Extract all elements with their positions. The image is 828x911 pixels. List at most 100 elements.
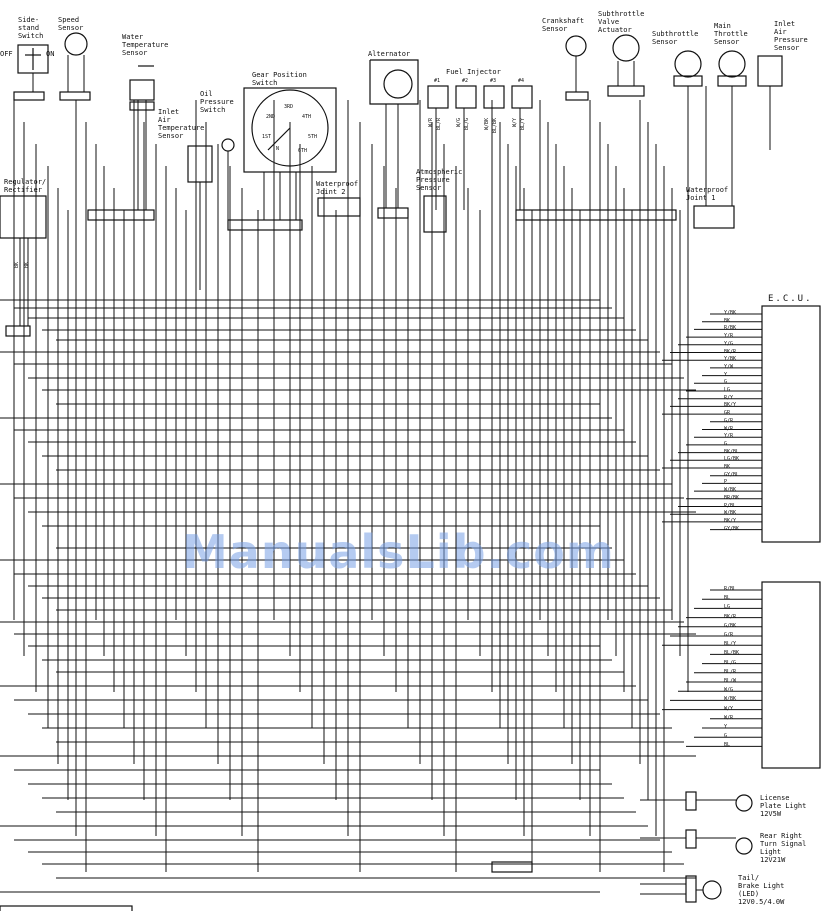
regulator-rectifier-label: Regulator/ Rectifier: [4, 178, 47, 194]
ecu-pin-label: W/G: [724, 687, 734, 694]
ecu-pin-label: GY/BL: [724, 471, 740, 478]
oil-pressure-switch-body: [221, 138, 235, 152]
fuel-injector-2: [455, 85, 477, 109]
ecu-pin-label: GR: [724, 410, 731, 417]
sidestand-switch-body: [17, 44, 49, 74]
waterproof-joint-1-label: Waterproof Joint 1: [686, 186, 729, 202]
ecu-upper-block: [761, 305, 821, 543]
injector-3-number: #3: [490, 78, 497, 84]
inlet-air-pressure-body: [757, 55, 783, 87]
ecu-lower-block: [761, 581, 821, 769]
oil-pressure-switch-label: Oil Pressure Switch: [200, 90, 234, 114]
ecu-pin-label: G/R: [724, 632, 734, 638]
ecu-pin-label: BL/G: [724, 659, 737, 666]
ecu-pin-label: G: [724, 440, 728, 447]
ecu-pin-label: LG/BK: [724, 456, 740, 463]
ecu-pin-label: P: [724, 479, 728, 486]
atmospheric-sensor-body: [423, 195, 447, 233]
injector-wire: W/Y: [512, 118, 518, 128]
water-temp-sensor-label: Water Temperature Sensor: [122, 33, 169, 57]
ecu-pin-label: G/BK: [724, 622, 737, 629]
ecu-pin-label: BK/Y: [724, 517, 737, 524]
ecu-pin-label: BK/R: [724, 348, 737, 355]
injector-wire: BL/Y: [520, 118, 526, 131]
ecu-pin-label: BL/W: [724, 678, 737, 684]
ecu-pin-label: BK: [724, 317, 731, 324]
ecu-pin-label: R/Y: [724, 394, 734, 401]
ecu-pin-label: G: [724, 379, 728, 386]
ecu-pin-label: BL/BK: [724, 650, 740, 657]
inlet-air-temp-sensor-label: Inlet Air Temperature Sensor: [158, 108, 205, 140]
fuel-injector-label: Fuel Injector: [446, 68, 501, 76]
fuel-injector-1: [427, 85, 449, 109]
ecu-pin-label: BK: [724, 464, 731, 470]
injector-2-number: #2: [462, 78, 469, 84]
ecu-pin-label: W/R: [724, 714, 734, 721]
subthrottle-actuator-body: [612, 34, 640, 62]
fuel-injector-4: [511, 85, 533, 109]
ecu-pin-label: P/BL: [724, 502, 737, 509]
regulator-wire: BK: [14, 262, 20, 269]
ecu-pin-label: Y/R: [724, 433, 734, 440]
ecu-pin-label: BL/Y: [724, 641, 737, 648]
ecu-pin-label: Y/G: [724, 340, 734, 347]
ecu-pin-label: BK/R: [724, 613, 737, 620]
gear-6th: 6TH: [298, 148, 308, 154]
ecu-pin-label: BK/BL: [724, 448, 740, 455]
turn-signal-lamp: [735, 837, 753, 855]
ecu-pin-label: BR/BK: [724, 494, 740, 501]
subthrottle-sensor-label: Subthrottle Sensor: [652, 30, 699, 46]
water-temp-sensor-body: [129, 79, 155, 101]
ecu-pin-label: W/BK: [724, 696, 737, 703]
ecu-pin-label: Y/W: [724, 363, 734, 370]
ecu-pin-label: LG: [724, 604, 731, 611]
waterproof-joint-1-body: [693, 205, 735, 229]
regulator-wire: BK: [24, 262, 30, 269]
ecu-pin-label: W/BK: [724, 487, 737, 494]
ecu-label: E.C.U.: [768, 294, 813, 304]
main-throttle-sensor-body: [718, 50, 746, 78]
ecu-pin-label: LG: [724, 387, 731, 393]
crankshaft-sensor-label: Crankshaft Sensor: [542, 17, 585, 33]
watermark: ManualsLib.com: [182, 525, 615, 579]
gear-4th: 4TH: [302, 114, 312, 120]
regulator-rectifier-body: [0, 195, 47, 239]
injector-wire: W/BK: [484, 118, 490, 131]
gear-position-switch-body: [243, 87, 337, 173]
main-throttle-sensor-label: Main Throttle Sensor: [714, 22, 748, 46]
injector-wire: BL/G: [464, 118, 470, 131]
injector-wire: BL/BK: [492, 118, 498, 134]
subthrottle-sensor-body: [674, 50, 702, 78]
ecu-pin-label: Y: [724, 724, 728, 730]
ecu-pin-label: BL: [724, 595, 731, 602]
ecu-pin-label: G: [724, 733, 728, 740]
ecu-pin-label: Y/R: [724, 333, 734, 340]
ecu-pin-label: Y/BK: [724, 356, 737, 363]
license-plate-lamp: [735, 794, 753, 812]
ecu-pin-label: Y: [724, 371, 728, 378]
waterproof-joint-2-label: Waterproof Joint 2: [316, 180, 359, 196]
ecu-pin-label: W/R: [724, 425, 734, 432]
gear-2nd: 2ND: [266, 114, 276, 120]
crankshaft-sensor-body: [565, 35, 587, 57]
injector-4-number: #4: [518, 78, 525, 84]
inlet-air-pressure-sensor-label: Inlet Air Pressure Sensor: [774, 20, 808, 52]
injector-1-number: #1: [434, 78, 441, 84]
subthrottle-actuator-label: Subthrottle Valve Actuator: [598, 10, 645, 34]
gear-3rd: 3RD: [284, 104, 294, 110]
sidestand-on-label: ON: [46, 50, 55, 58]
inlet-air-temp-body: [187, 145, 213, 183]
ecu-pin-label: R/BL: [724, 586, 737, 592]
ecu-pin-label: GY/BK: [724, 525, 740, 532]
injector-wire: W/R: [428, 118, 434, 128]
ecu-pin-label: Y/BK: [724, 310, 737, 316]
atmospheric-sensor-label: Atmospheric Pressure Sensor: [416, 168, 463, 192]
tail-brake-lamp: [702, 880, 722, 900]
ecu-pin-label: BL: [724, 742, 731, 749]
ecu-pin-label: W/Y: [724, 705, 734, 712]
ecu-pin-label: BL/R: [724, 668, 737, 675]
gear-position-switch-label: Gear Position Switch: [252, 71, 307, 87]
waterproof-joint-2-body: [317, 197, 361, 217]
injector-wire: W/G: [456, 118, 462, 128]
